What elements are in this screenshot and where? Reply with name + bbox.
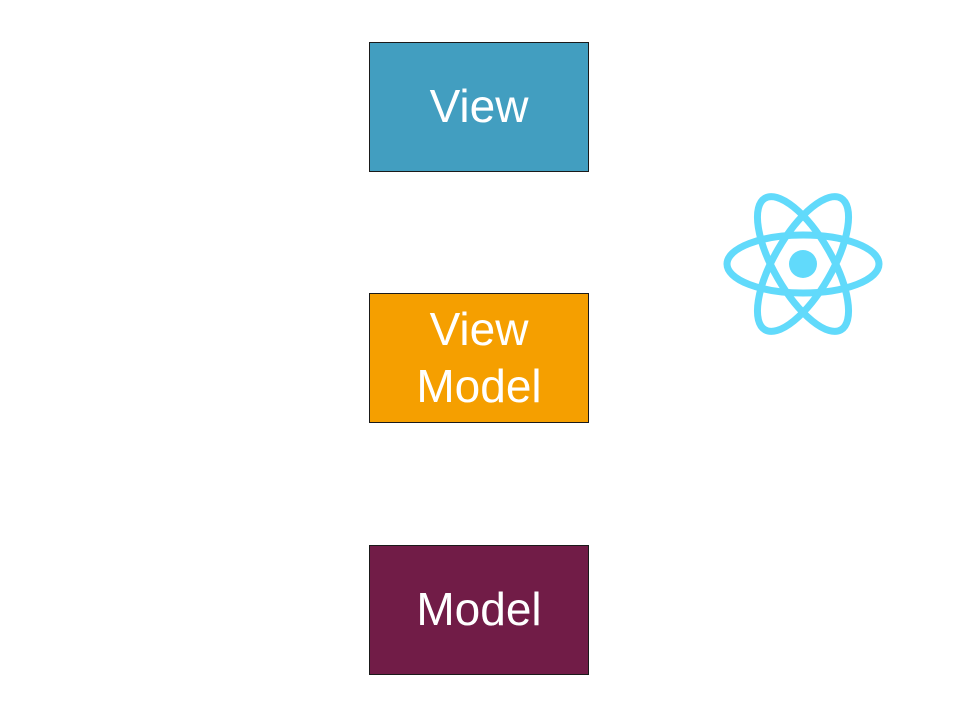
view-box-label: View xyxy=(429,80,529,133)
orbit-diagonal-1 xyxy=(753,193,853,335)
view-box: View xyxy=(369,42,589,172)
viewmodel-box: View Model xyxy=(369,293,589,423)
orbit-horizontal xyxy=(723,231,883,297)
model-box: Model xyxy=(369,545,589,675)
react-atom-icon xyxy=(723,193,883,335)
viewmodel-box-label-line2: Model xyxy=(416,360,542,412)
model-box-label: Model xyxy=(416,583,542,636)
viewmodel-box-label-line1: View xyxy=(429,302,529,355)
react-nucleus xyxy=(789,250,817,278)
